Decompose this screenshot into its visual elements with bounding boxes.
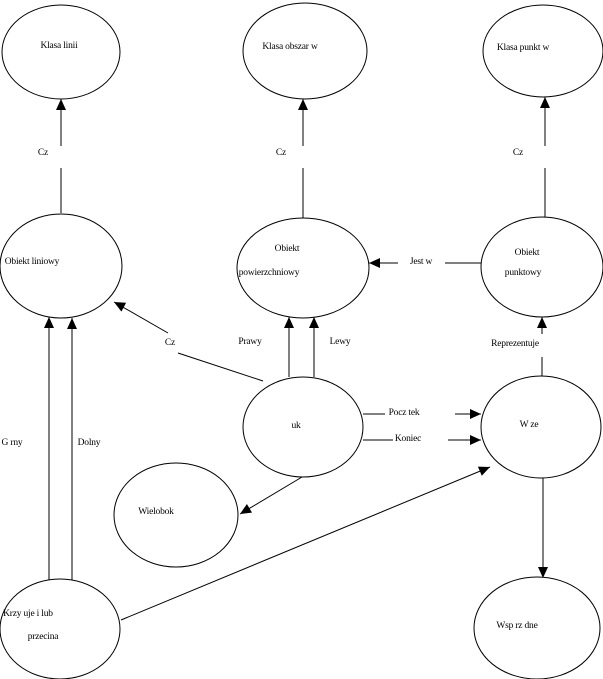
node-label: Klasa obszar w — [262, 42, 318, 52]
node-label: Wielobok — [138, 507, 174, 517]
node-obiekt-punktowy: Obiekt punktowy — [480, 216, 603, 318]
edge-jest-w: Jest w — [369, 257, 481, 268]
edge-label: Koniec — [395, 434, 421, 444]
edge-czesc-luku: Cz — [113, 301, 264, 382]
edge-koniec: Koniec — [363, 434, 481, 445]
node-ellipse — [473, 576, 601, 679]
arrowhead-icon — [67, 318, 77, 329]
arrowhead-icon — [477, 466, 490, 476]
node-krzyzuje-przecina: Krzy uje i lub przecina — [0, 578, 121, 679]
arrowhead-icon — [470, 435, 481, 445]
edge-label: Lewy — [330, 337, 351, 347]
node-luk: uk — [242, 376, 364, 478]
edge-label: Reprezentuje — [491, 339, 539, 349]
edge-label: Dolny — [78, 438, 101, 448]
node-ellipse — [1, 4, 121, 100]
arrowhead-icon — [369, 258, 380, 268]
edge-label: Cz — [276, 148, 286, 158]
node-obiekt-liniowy: Obiekt liniowy — [0, 213, 123, 319]
node-label: Wsp rz dne — [496, 621, 537, 631]
edge-label: G rny — [2, 438, 23, 448]
edge-luk-wielobok — [239, 476, 303, 515]
node-label: przecina — [28, 632, 60, 642]
node-ellipse — [480, 216, 603, 318]
edge-label: Cz — [165, 338, 175, 348]
edge-wezel-wspolrzedne — [538, 478, 548, 578]
node-wspolrzedne: Wsp rz dne — [473, 576, 601, 679]
node-label: powierzchniowy — [239, 268, 300, 278]
arrowhead-icon — [44, 317, 54, 328]
edge-label: Pocz tek — [389, 408, 420, 418]
arrowhead-icon — [298, 99, 308, 110]
node-wielobok: Wielobok — [113, 462, 239, 568]
edge-line — [177, 352, 264, 382]
node-label: W ze — [520, 420, 539, 430]
edge-poczatek: Pocz tek — [363, 408, 481, 419]
edge-lewy: Lewy — [309, 317, 351, 377]
node-obiekt-powierzchniowy: Obiekt powierzchniowy — [236, 217, 370, 319]
arrowhead-icon — [114, 302, 127, 312]
edge-dolny: Dolny — [67, 318, 101, 580]
arrowhead-icon — [56, 99, 66, 110]
node-ellipse — [0, 213, 123, 319]
node-label: Krzy uje i lub — [3, 609, 53, 619]
edge-line — [120, 466, 491, 621]
edge-czesc-obszarow: Cz — [276, 99, 308, 218]
edge-line — [239, 476, 303, 515]
arrowhead-icon — [240, 504, 252, 514]
node-ellipse — [0, 578, 121, 679]
arrowhead-icon — [470, 409, 481, 419]
node-label: Klasa punkt w — [497, 43, 550, 53]
edge-prawy: Prawy — [238, 317, 294, 377]
node-klasa-obszarow: Klasa obszar w — [242, 2, 368, 100]
node-wezel: W ze — [480, 375, 602, 479]
arrowhead-icon — [540, 97, 550, 108]
edge-reprezentuje: Reprezentuje — [491, 317, 547, 376]
edge-czesc-linii: Cz — [38, 99, 66, 213]
node-ellipse — [480, 375, 602, 479]
node-label: Klasa linii — [40, 41, 78, 51]
node-label: punktowy — [505, 268, 542, 278]
edge-czesc-punktow: Cz — [513, 97, 550, 217]
edge-label: Cz — [513, 148, 523, 158]
edge-label: Prawy — [238, 337, 262, 347]
node-label: Obiekt — [515, 248, 540, 258]
node-ellipse — [236, 217, 370, 319]
arrowhead-icon — [537, 317, 547, 328]
node-ellipse — [113, 462, 239, 568]
edge-label: Jest w — [410, 257, 433, 267]
edge-gorny: G rny — [2, 317, 54, 580]
node-label: uk — [291, 421, 301, 431]
node-klasa-punktow: Klasa punkt w — [482, 4, 603, 98]
node-ellipse — [482, 4, 603, 98]
node-ellipse — [242, 376, 364, 478]
node-ellipse — [242, 2, 368, 100]
edge-label: Cz — [38, 148, 48, 158]
node-klasa-linii: Klasa linii — [1, 4, 121, 100]
edge-krzyzuje-wezel — [120, 466, 491, 621]
arrowhead-icon — [309, 317, 319, 328]
arrowhead-icon — [538, 567, 548, 578]
node-label: Obiekt — [275, 244, 300, 254]
node-label: Obiekt liniowy — [5, 257, 60, 267]
arrowhead-icon — [284, 317, 294, 328]
